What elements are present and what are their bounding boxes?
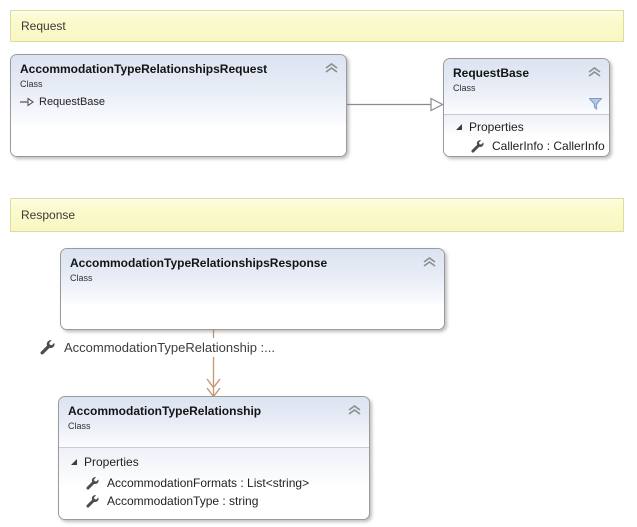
inherits-arrow-icon xyxy=(20,97,34,107)
inheritance-arrow[interactable] xyxy=(347,96,444,113)
member-label: AccommodationType : string xyxy=(107,494,259,508)
node-title: AccommodationTypeRelationship xyxy=(68,404,262,418)
collapse-chevron-icon[interactable] xyxy=(325,63,338,73)
member-label: AccommodationFormats : List<string> xyxy=(107,476,310,490)
group-banner-label: Request xyxy=(21,19,66,33)
wrench-icon xyxy=(86,494,99,508)
node-header: AccommodationTypeRelationship Class xyxy=(59,397,369,447)
property-member[interactable]: AccommodationType : string xyxy=(59,492,369,510)
group-banner-request[interactable]: Request xyxy=(10,10,624,42)
node-kind: Class xyxy=(68,421,91,431)
section-expander-icon[interactable] xyxy=(456,124,462,130)
property-member[interactable]: CallerInfo : CallerInfo xyxy=(444,137,609,155)
group-banner-response[interactable]: Response xyxy=(10,198,624,232)
wrench-icon xyxy=(471,139,484,153)
association-label-text: AccommodationTypeRelationship :... xyxy=(64,340,275,355)
collapse-chevron-icon[interactable] xyxy=(588,67,601,77)
node-body xyxy=(11,124,346,156)
class-node-request-base[interactable]: RequestBase Class Properties CallerInfo … xyxy=(443,58,610,157)
group-banner-label: Response xyxy=(21,208,76,222)
class-node-request[interactable]: AccommodationTypeRelationshipsRequest Cl… xyxy=(10,54,347,157)
member-label: CallerInfo : CallerInfo xyxy=(492,139,605,153)
node-title: RequestBase xyxy=(453,66,530,80)
section-expander-icon[interactable] xyxy=(71,459,77,465)
node-kind: Class xyxy=(70,273,93,283)
node-title: AccommodationTypeRelationshipsResponse xyxy=(70,256,328,270)
node-kind: Class xyxy=(20,79,43,89)
wrench-icon xyxy=(86,476,99,490)
node-kind: Class xyxy=(453,83,476,93)
properties-compartment: Properties CallerInfo : CallerInfo xyxy=(444,114,609,156)
node-body xyxy=(61,304,444,329)
base-type-label: RequestBase xyxy=(39,96,106,108)
collapse-chevron-icon[interactable] xyxy=(423,257,436,267)
association-label[interactable]: AccommodationTypeRelationship :... xyxy=(38,338,281,357)
section-header-properties[interactable]: Properties xyxy=(444,115,609,137)
wrench-icon xyxy=(40,340,55,355)
class-node-response[interactable]: AccommodationTypeRelationshipsResponse C… xyxy=(60,248,445,330)
collapse-chevron-icon[interactable] xyxy=(348,405,361,415)
class-node-relationship[interactable]: AccommodationTypeRelationship Class Prop… xyxy=(58,396,370,520)
section-header-properties[interactable]: Properties xyxy=(59,448,369,474)
node-header: AccommodationTypeRelationshipsRequest Cl… xyxy=(11,55,346,124)
properties-compartment: Properties AccommodationFormats : List<s… xyxy=(59,447,369,519)
property-member[interactable]: AccommodationFormats : List<string> xyxy=(59,474,369,492)
node-title: AccommodationTypeRelationshipsRequest xyxy=(20,62,268,76)
node-header: RequestBase Class xyxy=(444,59,609,114)
section-label: Properties xyxy=(84,455,139,469)
filter-funnel-icon[interactable] xyxy=(589,98,602,110)
base-type-row[interactable]: RequestBase xyxy=(20,96,320,108)
node-header: AccommodationTypeRelationshipsResponse C… xyxy=(61,249,444,304)
section-label: Properties xyxy=(469,120,524,134)
